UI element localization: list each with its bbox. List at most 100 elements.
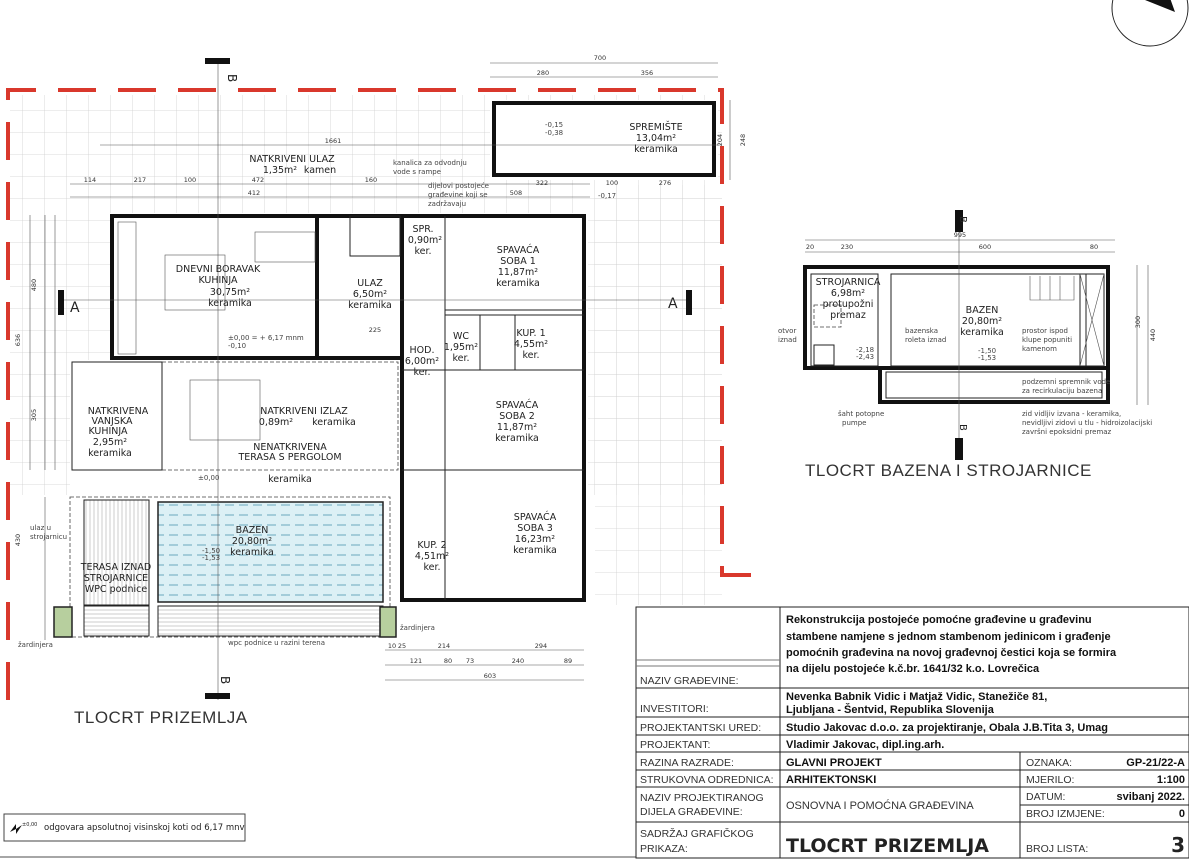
svg-text:ker.: ker. bbox=[452, 353, 469, 364]
svg-text:PROJEKTANTSKI URED:: PROJEKTANTSKI URED: bbox=[640, 722, 761, 734]
svg-text:KUP. 1: KUP. 1 bbox=[516, 328, 545, 339]
section-marker-b-top: B bbox=[205, 58, 239, 700]
room-label-bedroom-3: SPAVAĆA SOBA 3 16,23m² keramika bbox=[513, 511, 557, 556]
svg-text:STRUKOVNA ODREDNICA:: STRUKOVNA ODREDNICA: bbox=[640, 774, 774, 786]
room-label-closet: SPR. 0,90m² ker. bbox=[408, 224, 442, 257]
pool-deck-left bbox=[83, 499, 150, 606]
svg-text:svibanj 2022.: svibanj 2022. bbox=[1117, 791, 1186, 803]
svg-text:zadržavaju: zadržavaju bbox=[428, 200, 466, 208]
svg-text:SPAVAĆA: SPAVAĆA bbox=[514, 511, 557, 523]
room-label-deck: TERASA IZNAD STROJARNICE WPC podnice bbox=[80, 562, 151, 595]
svg-text:DATUM:: DATUM: bbox=[1026, 791, 1065, 803]
svg-text:strojarnicu: strojarnicu bbox=[30, 533, 67, 541]
room-label-bathroom-2: KUP. 2 4,51m² ker. bbox=[415, 540, 449, 573]
svg-text:premaz: premaz bbox=[830, 310, 866, 321]
dimension-lines bbox=[29, 62, 731, 681]
plot-boundary bbox=[6, 88, 762, 700]
svg-text:6,00m²: 6,00m² bbox=[405, 356, 439, 367]
svg-text:ulaz u: ulaz u bbox=[30, 524, 51, 532]
svg-text:keramika: keramika bbox=[960, 327, 1004, 338]
room-label-bedroom-1: SPAVAĆA SOBA 1 11,87m² keramika bbox=[496, 244, 540, 289]
svg-text:480: 480 bbox=[30, 279, 38, 291]
svg-text:INVESTITORI:: INVESTITORI: bbox=[640, 703, 709, 715]
svg-text:B: B bbox=[218, 676, 232, 684]
svg-text:700: 700 bbox=[594, 54, 606, 62]
svg-text:11,87m²: 11,87m² bbox=[498, 267, 538, 278]
svg-text:-0,15: -0,15 bbox=[545, 121, 563, 129]
svg-text:KUHINJA: KUHINJA bbox=[88, 426, 128, 437]
svg-text:šaht potopne: šaht potopne bbox=[838, 410, 884, 418]
svg-text:-0,10: -0,10 bbox=[228, 342, 246, 350]
section-marker-a-left: A bbox=[58, 290, 80, 316]
svg-text:121: 121 bbox=[410, 657, 422, 665]
svg-text:1,95m²: 1,95m² bbox=[444, 342, 478, 353]
svg-text:građevine koji se: građevine koji se bbox=[428, 191, 488, 199]
svg-text:294: 294 bbox=[535, 642, 547, 650]
svg-text:VANJSKA: VANJSKA bbox=[92, 416, 133, 427]
svg-text:PRIKAZA:: PRIKAZA: bbox=[640, 843, 688, 855]
room-label-bathroom-1: KUP. 1 4,55m² ker. bbox=[514, 328, 548, 361]
svg-text:NATKRIVENI IZLAZ: NATKRIVENI IZLAZ bbox=[260, 406, 348, 417]
svg-text:-2,43: -2,43 bbox=[856, 353, 874, 361]
svg-text:248: 248 bbox=[739, 134, 747, 146]
svg-text:217: 217 bbox=[134, 176, 146, 184]
svg-text:100: 100 bbox=[184, 176, 196, 184]
svg-text:89: 89 bbox=[564, 657, 572, 665]
svg-text:2,95m²: 2,95m² bbox=[93, 437, 127, 448]
svg-text:A: A bbox=[70, 300, 80, 316]
room-label-wc: WC 1,95m² ker. bbox=[444, 331, 478, 364]
svg-text:-2,18: -2,18 bbox=[856, 346, 874, 354]
svg-text:kamenom: kamenom bbox=[1022, 345, 1057, 353]
svg-text:305: 305 bbox=[30, 409, 38, 421]
svg-text:160: 160 bbox=[365, 176, 377, 184]
svg-text:214: 214 bbox=[438, 642, 450, 650]
svg-text:ker.: ker. bbox=[423, 562, 440, 573]
svg-text:SPREMIŠTE: SPREMIŠTE bbox=[629, 121, 682, 133]
main-plan-title: TLOCRT PRIZEMLJA bbox=[74, 708, 248, 727]
svg-text:TERASA S PERGOLOM: TERASA S PERGOLOM bbox=[237, 452, 341, 463]
svg-text:keramika: keramika bbox=[348, 300, 392, 311]
svg-text:-1,50: -1,50 bbox=[978, 347, 996, 355]
room-label-outdoor-kitchen: NATKRIVENA VANJSKA KUHINJA 2,95m² kerami… bbox=[88, 406, 149, 459]
svg-text:GP-21/22-A: GP-21/22-A bbox=[1126, 757, 1185, 769]
svg-text:na dijelu postojeće k.č.br. 16: na dijelu postojeće k.č.br. 1641/32 k.o.… bbox=[786, 663, 1040, 675]
svg-text:SPAVAĆA: SPAVAĆA bbox=[496, 399, 539, 411]
svg-text:100: 100 bbox=[606, 179, 618, 187]
svg-text:wpc podnice u razini terena: wpc podnice u razini terena bbox=[228, 639, 325, 647]
svg-text:6,98m²: 6,98m² bbox=[831, 288, 865, 299]
svg-text:Ljubljana - Šentvid, Republika: Ljubljana - Šentvid, Republika Slovenija bbox=[786, 703, 995, 716]
svg-text:80: 80 bbox=[1090, 243, 1098, 251]
room-label-storage: SPREMIŠTE 13,04m² keramika bbox=[629, 121, 682, 155]
svg-text:bazenska: bazenska bbox=[905, 327, 938, 335]
svg-text:440: 440 bbox=[1149, 329, 1157, 341]
svg-text:iznad: iznad bbox=[778, 336, 797, 344]
svg-text:zid vidljiv izvana - keramika,: zid vidljiv izvana - keramika, bbox=[1022, 410, 1121, 418]
svg-text:204: 204 bbox=[716, 134, 724, 146]
svg-text:Vladimir Jakovac, dipl.ing.arh: Vladimir Jakovac, dipl.ing.arh. bbox=[786, 739, 944, 751]
section-marker-a-right: A bbox=[64, 290, 692, 315]
svg-text:6,50m²: 6,50m² bbox=[353, 289, 387, 300]
svg-text:Nevenka Babnik Vidic i Matjaž: Nevenka Babnik Vidic i Matjaž Vidic, Sta… bbox=[786, 691, 1047, 703]
svg-text:pumpe: pumpe bbox=[842, 419, 866, 427]
svg-text:pomoćnih građevina na novoj gr: pomoćnih građevina na novoj građevnoj če… bbox=[786, 647, 1117, 659]
svg-text:80: 80 bbox=[444, 657, 452, 665]
svg-text:prostor ispod: prostor ispod bbox=[1022, 327, 1068, 335]
svg-text:NATKRIVENI ULAZ: NATKRIVENI ULAZ bbox=[249, 154, 335, 165]
svg-text:±0,00: ±0,00 bbox=[22, 822, 37, 828]
title-block-text: NAZIV GRAĐEVINE: Rekonstrukcija postojeć… bbox=[640, 614, 1185, 857]
svg-text:995: 995 bbox=[954, 231, 966, 239]
planter-left bbox=[53, 606, 73, 638]
svg-text:TLOCRT PRIZEMLJA: TLOCRT PRIZEMLJA bbox=[786, 835, 989, 857]
svg-text:keramika: keramika bbox=[495, 433, 539, 444]
svg-text:TERASA IZNAD: TERASA IZNAD bbox=[80, 562, 151, 573]
svg-text:KUP. 2: KUP. 2 bbox=[417, 540, 446, 551]
svg-text:nevidljivi zidovi u tlu - hidr: nevidljivi zidovi u tlu - hidroizolacijs… bbox=[1022, 419, 1152, 427]
svg-text:280: 280 bbox=[537, 69, 549, 77]
north-arrow-icon bbox=[1111, 0, 1189, 47]
room-label-entry: ULAZ 6,50m² keramika bbox=[348, 278, 392, 311]
svg-text:BAZEN: BAZEN bbox=[236, 525, 269, 536]
svg-text:±0,00 = + 6,17 mnm: ±0,00 = + 6,17 mnm bbox=[228, 334, 304, 342]
room-label-hallway: HOD. 6,00m² ker. bbox=[405, 345, 439, 378]
svg-text:GLAVNI PROJEKT: GLAVNI PROJEKT bbox=[786, 757, 882, 769]
